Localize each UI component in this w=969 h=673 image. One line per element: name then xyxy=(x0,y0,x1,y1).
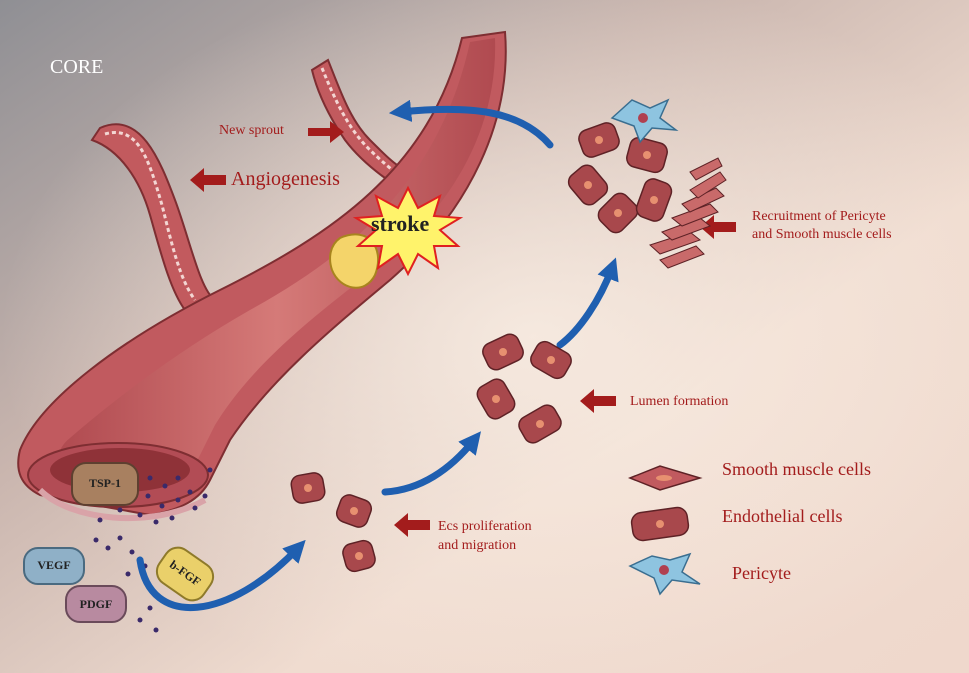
legend xyxy=(627,465,703,596)
recruitment-label-line2: and Smooth muscle cells xyxy=(752,227,892,242)
factor-dots xyxy=(93,467,213,633)
ecs-label-line2: and migration xyxy=(438,538,517,553)
vegf-label: VEGF xyxy=(37,558,71,572)
new-sprout-label: New sprout xyxy=(219,123,284,138)
factor-shapes xyxy=(23,462,215,623)
legend-smooth-muscle-label: Smooth muscle cells xyxy=(722,459,871,479)
legend-pericyte-label: Pericyte xyxy=(732,563,791,583)
process-arrows xyxy=(136,99,619,611)
smooth-muscle-cluster xyxy=(649,157,727,269)
lumen-formation-label: Lumen formation xyxy=(630,394,729,409)
tsp1-label: TSP-1 xyxy=(88,476,121,490)
core-label: CORE xyxy=(50,56,104,78)
label-arrows xyxy=(190,121,736,537)
angiogenesis-label: Angiogenesis xyxy=(231,168,340,190)
stroke-label: stroke xyxy=(371,211,430,236)
recruitment-label-line1: Recruitment of Pericyte xyxy=(752,209,886,224)
legend-endothelial-label: Endothelial cells xyxy=(722,506,843,526)
ecs-label-line1: Ecs proliferation xyxy=(438,519,532,534)
cell-nuclei xyxy=(304,136,658,560)
pdgf-label: PDGF xyxy=(79,597,113,611)
stroke-burst-icon xyxy=(352,185,464,277)
